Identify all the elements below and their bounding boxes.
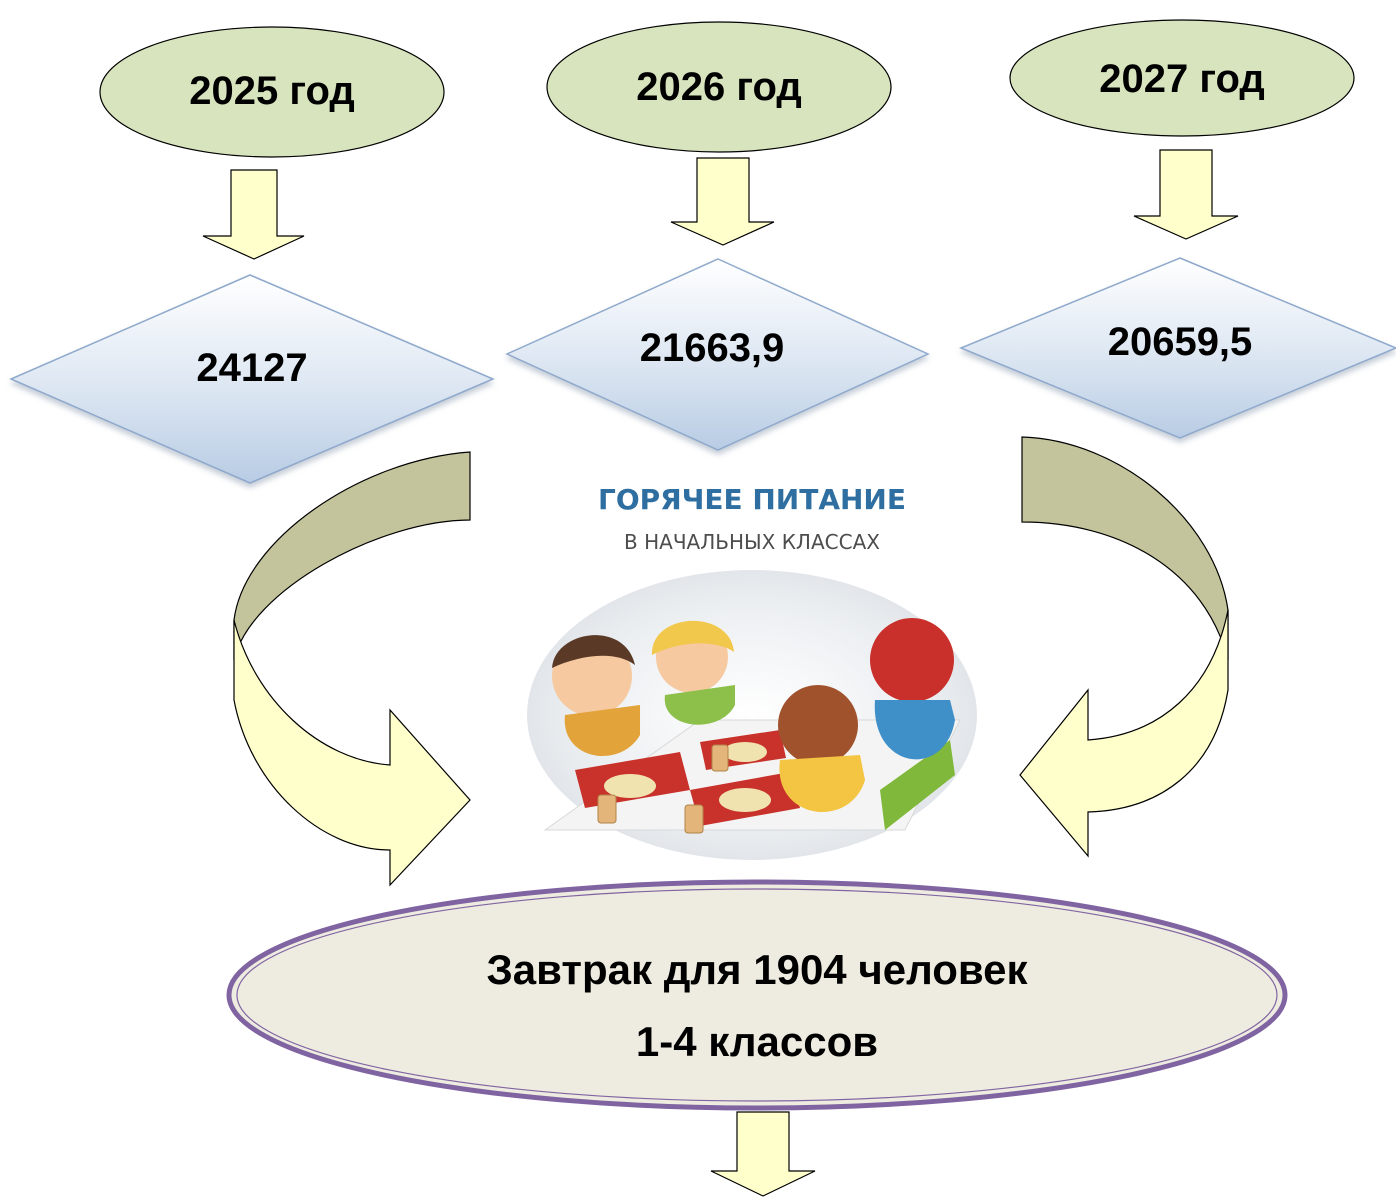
amount-node-2026: 21663,9	[505, 258, 930, 451]
children-eating-illustration	[527, 570, 977, 860]
curved-arrow-left-icon	[233, 451, 471, 887]
amount-value-2025: 24127	[196, 346, 307, 390]
curved-arrow-right-icon	[1019, 436, 1229, 858]
result-line-2: 1-4 классов	[636, 1018, 878, 1065]
down-arrow-icon	[202, 169, 305, 260]
down-arrow-icon	[670, 157, 775, 246]
result-node: Завтрак для 1904 человек 1-4 классов	[226, 879, 1288, 1111]
amount-node-2025: 24127	[9, 274, 495, 484]
amount-value-2027: 20659,5	[1108, 320, 1253, 364]
year-label-2027: 2027 год	[1099, 57, 1265, 101]
amount-value-2026: 21663,9	[640, 326, 785, 370]
down-arrow-icon	[1133, 149, 1239, 240]
year-node-2025: 2025 год	[99, 26, 445, 158]
year-node-2026: 2026 год	[546, 21, 892, 153]
down-arrow-icon	[710, 1111, 816, 1197]
result-line-1: Завтрак для 1904 человек	[487, 946, 1029, 993]
year-label-2026: 2026 год	[636, 65, 802, 109]
amount-node-2027: 20659,5	[959, 257, 1396, 439]
year-label-2025: 2025 год	[189, 69, 355, 113]
year-node-2027: 2027 год	[1009, 19, 1355, 137]
program-subtitle: В НАЧАЛЬНЫХ КЛАССАХ	[624, 530, 880, 554]
program-title: ГОРЯЧЕЕ ПИТАНИЕ	[598, 483, 906, 516]
